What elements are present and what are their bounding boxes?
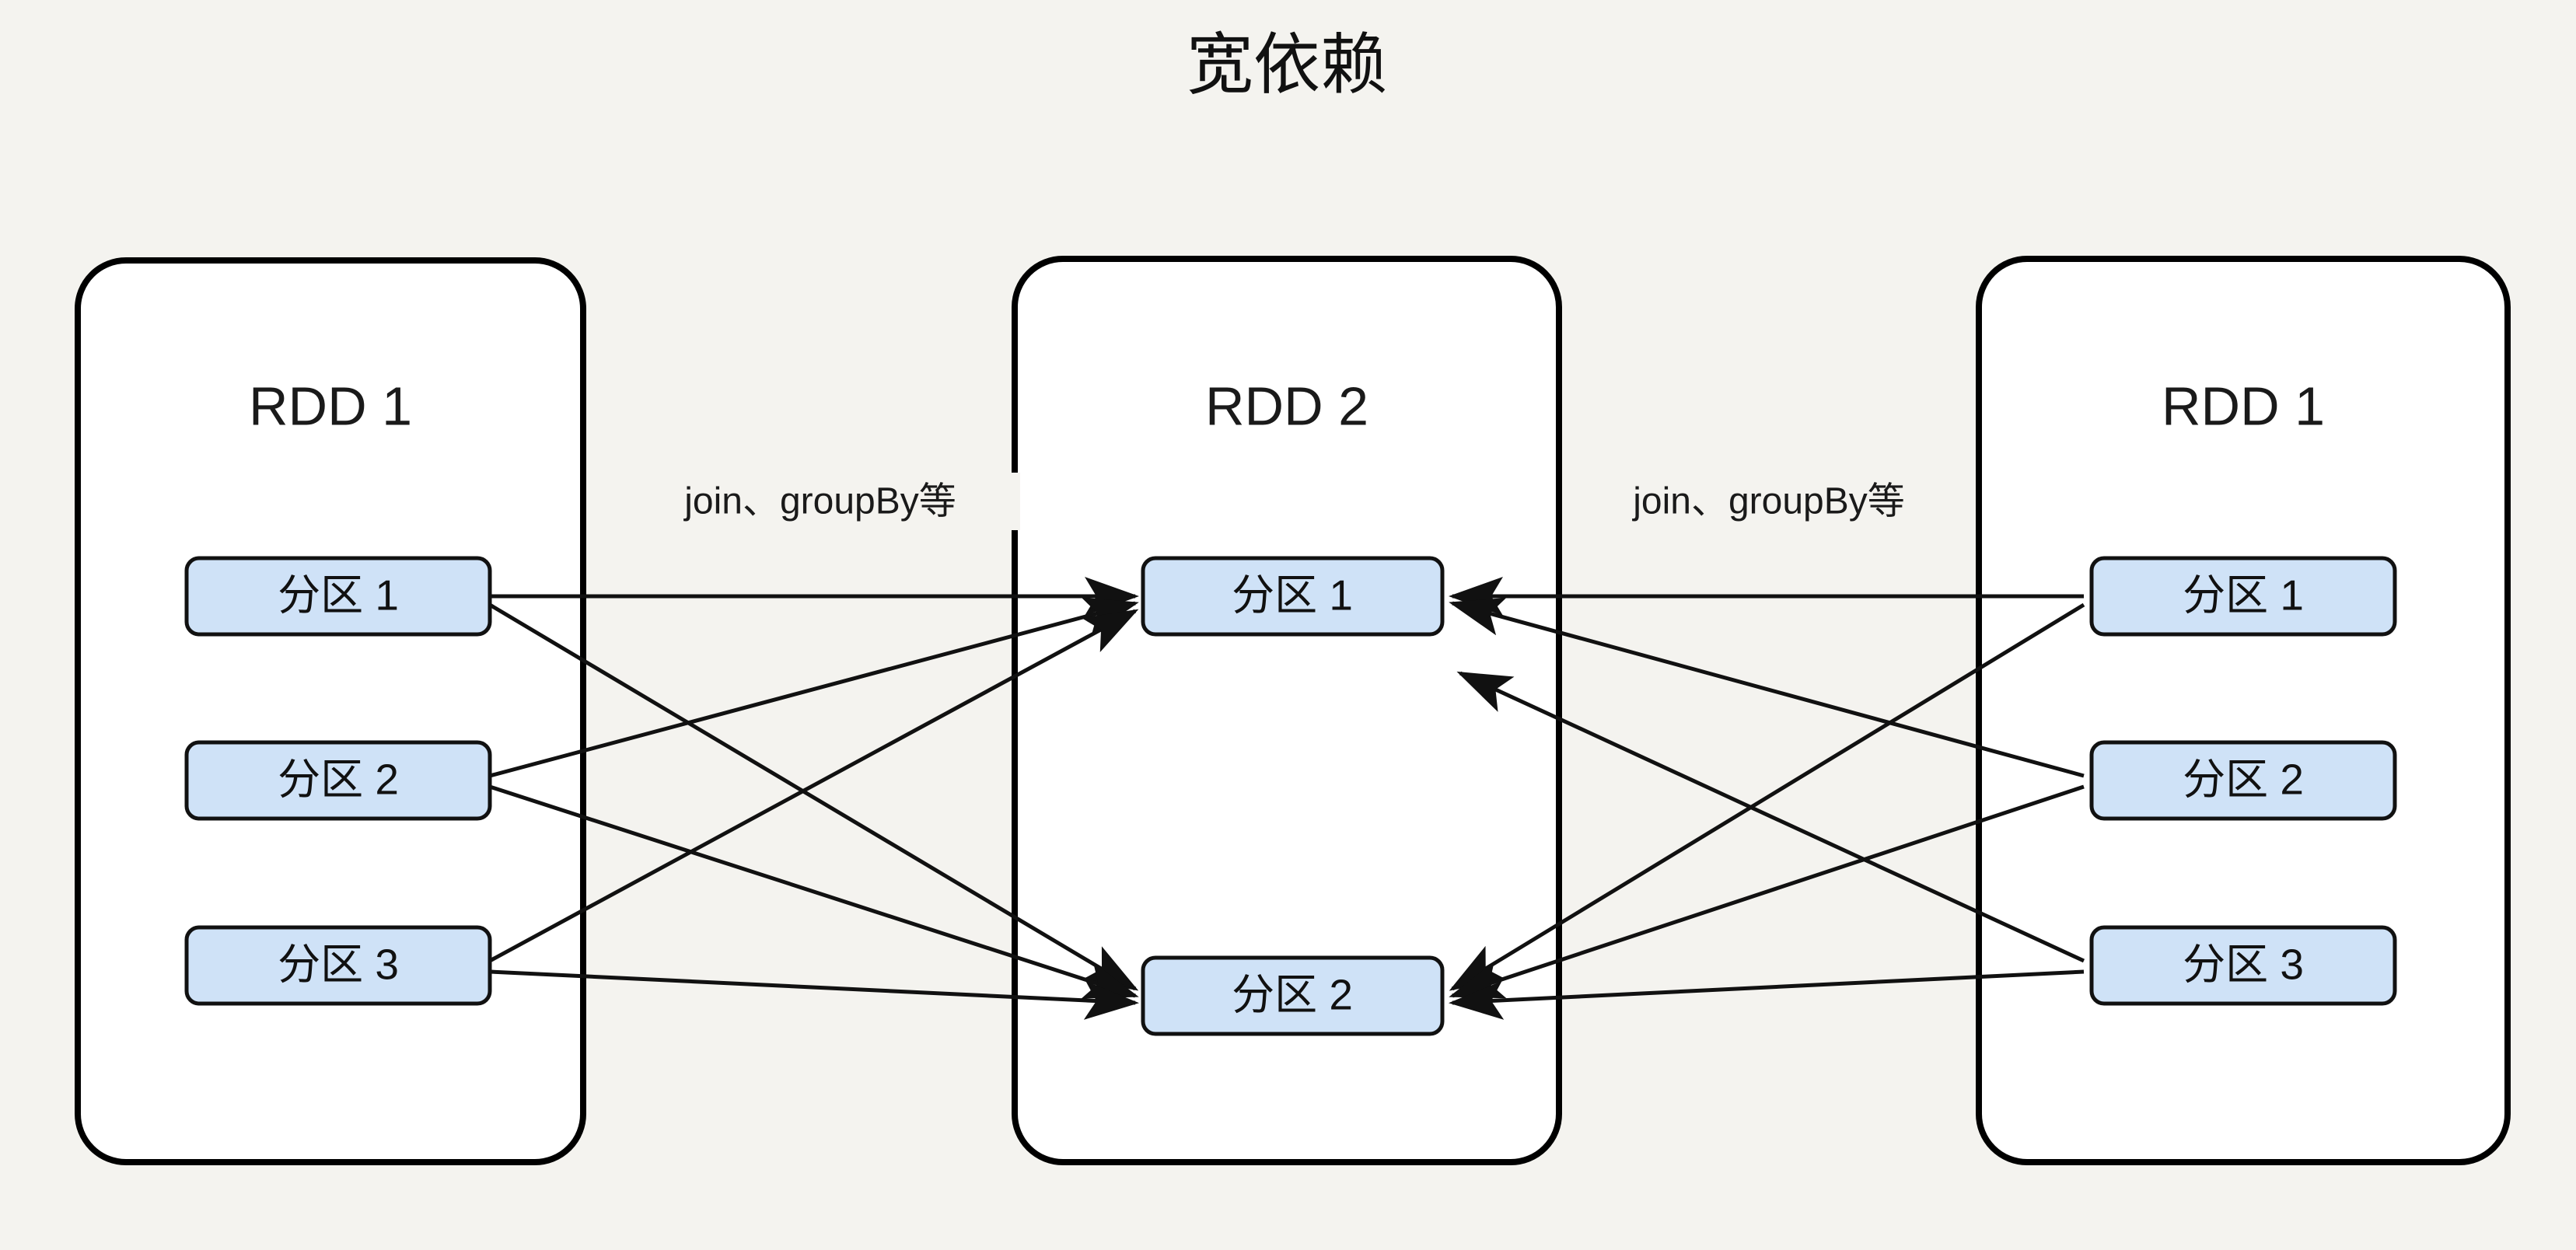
rdd-group-middle: RDD 2: [1012, 256, 1562, 1165]
edge-right3-to-mid2: [1449, 969, 2085, 1020]
edge-label-right-group: join、groupBy等: [1571, 473, 1969, 530]
edge-left3-to-mid2: [489, 969, 1139, 1020]
edge-right3-to-mid1: [1456, 671, 2085, 963]
partition-middle-2[interactable]: 分区 2: [1141, 955, 1445, 1036]
partition-right-2-label: 分区 2: [2183, 756, 2304, 804]
rdd-group-middle-partitions: 分区 1 分区 2: [1141, 556, 1445, 1036]
partition-left-2-label: 分区 2: [278, 756, 399, 804]
partition-left-3-box[interactable]: [184, 925, 492, 1006]
edge-left3-to-mid1: [488, 609, 1139, 963]
partition-right-3-box[interactable]: [2089, 925, 2397, 1006]
page-title: 宽依赖: [1187, 28, 1387, 103]
partition-left-3-label: 分区 3: [278, 941, 399, 989]
partition-right-2-box[interactable]: [2089, 740, 2397, 821]
partition-left-1-label: 分区 1: [278, 571, 399, 620]
partition-right-3[interactable]: 分区 3: [2089, 925, 2397, 1006]
partition-middle-1-box[interactable]: [1141, 556, 1445, 637]
partition-right-2[interactable]: 分区 2: [2089, 740, 2397, 821]
edges-right-to-middle: [1449, 577, 2085, 1020]
edge-left1-to-mid2: [488, 602, 1139, 991]
edge-right1-to-mid2: [1449, 602, 2085, 991]
partition-right-3-label: 分区 3: [2183, 941, 2304, 989]
edge-label-left-backdrop: [622, 473, 1020, 530]
edge-label-left-group: join、groupBy等: [622, 473, 1020, 530]
rdd-group-right-label: RDD 1: [2162, 375, 2325, 436]
partition-left-2[interactable]: 分区 2: [184, 740, 492, 821]
edge-left2-to-mid1: [489, 597, 1139, 778]
partition-right-1-box[interactable]: [2089, 556, 2397, 637]
edge-right2-to-mid2: [1449, 784, 2085, 999]
partition-right-1-label: 分区 1: [2183, 571, 2304, 620]
partition-middle-1-label: 分区 1: [1232, 571, 1353, 620]
partition-middle-2-label: 分区 2: [1232, 971, 1353, 1019]
edges-left-to-middle: [488, 577, 1139, 1020]
rdd-group-left-label: RDD 1: [249, 375, 412, 436]
rdd-group-middle-label: RDD 2: [1205, 375, 1368, 436]
edge-left2-to-mid2: [489, 784, 1139, 999]
rdd-group-left: RDD 1 分区 1 分区 2 分区 3: [75, 257, 586, 1165]
partition-right-1[interactable]: 分区 1: [2089, 556, 2397, 637]
edge-label-right: join、groupBy等: [1631, 481, 1905, 522]
rdd-group-middle-box: [1012, 256, 1562, 1165]
edge-label-right-backdrop: [1571, 473, 1969, 530]
partition-left-2-box[interactable]: [184, 740, 492, 821]
partition-left-1[interactable]: 分区 1: [184, 556, 492, 637]
rdd-group-right: RDD 1 分区 1 分区 2 分区 3: [1976, 256, 2511, 1165]
edge-right2-to-mid1: [1449, 598, 2085, 778]
partition-middle-2-box[interactable]: [1141, 955, 1445, 1036]
partition-middle-1[interactable]: 分区 1: [1141, 556, 1445, 637]
edge-label-left: join、groupBy等: [683, 481, 956, 522]
partition-left-3[interactable]: 分区 3: [184, 925, 492, 1006]
